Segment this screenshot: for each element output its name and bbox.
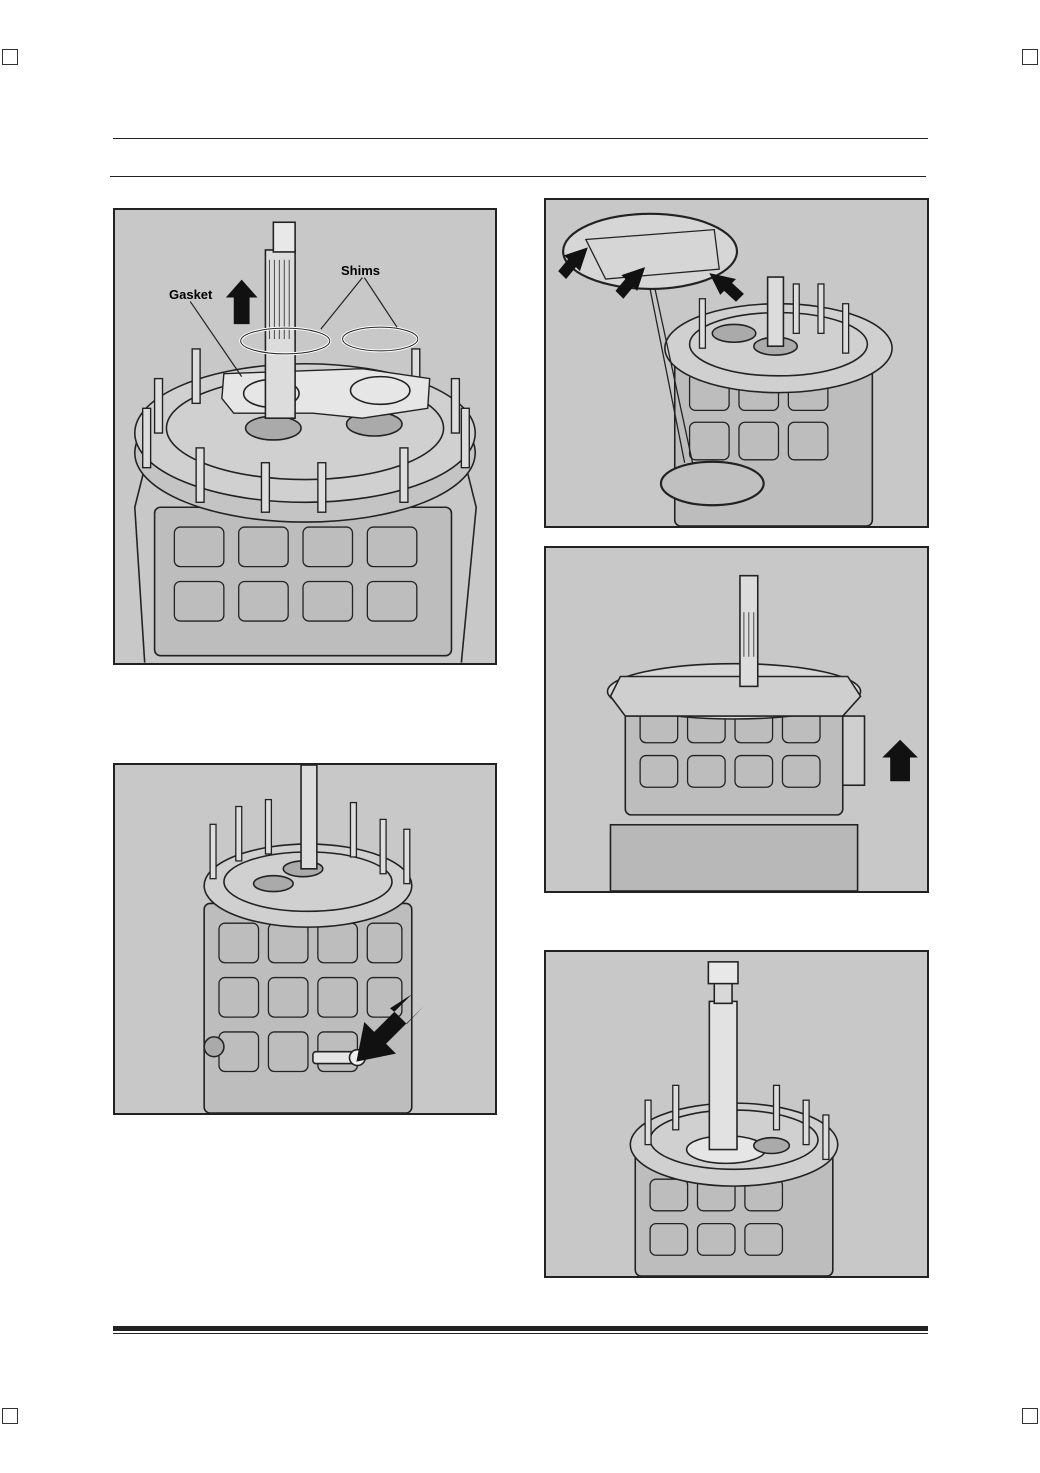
figure-casing-plug (113, 763, 497, 1115)
figure-detail-circles (544, 198, 929, 528)
figure-gasket-shims: Gasket Shims (113, 208, 497, 665)
arrow-icon (356, 994, 424, 1062)
gasket-label: Gasket (169, 287, 213, 302)
crop-mark-bottom-left (2, 1408, 18, 1424)
up-arrow-icon (882, 739, 918, 782)
arrow-icon (558, 247, 744, 302)
up-arrow-icon (225, 279, 258, 325)
header-rule-top (113, 138, 928, 139)
crop-mark-bottom-right (1022, 1408, 1038, 1424)
crop-mark-top-right (1022, 49, 1038, 65)
figure-tool-shaft (544, 950, 929, 1278)
figure-casing-lift (544, 546, 929, 893)
crop-mark-top-left (2, 49, 18, 65)
header-rule-bottom (110, 176, 926, 177)
footer-rule-thin (113, 1333, 928, 1334)
footer-rule-thick (113, 1326, 928, 1331)
gearbox-illustration-1 (133, 221, 477, 663)
shims-label: Shims (341, 263, 381, 278)
